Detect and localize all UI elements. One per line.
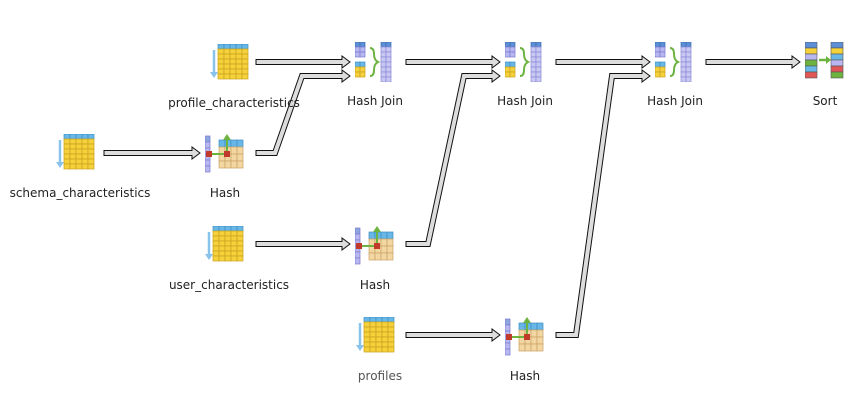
hash-icon: [505, 317, 544, 356]
plan-node-scan-user-char[interactable]: user_characteristics: [169, 226, 289, 292]
plan-node-scan-schema-char[interactable]: schema_characteristics: [10, 134, 150, 200]
plan-node-label: Hash: [509, 369, 541, 383]
table-scan-icon: [56, 134, 95, 170]
table-scan-icon: [356, 317, 395, 353]
hash-icon: [205, 134, 244, 173]
plan-node-label: profile_characteristics: [168, 96, 300, 110]
edge-arrow: [255, 69, 351, 156]
plan-node-label: user_characteristics: [168, 278, 290, 292]
plan-node-sort[interactable]: Sort: [805, 42, 853, 108]
hash-join-icon: [505, 42, 542, 82]
hash-join-icon: [355, 42, 392, 82]
edge-arrow: [255, 237, 351, 251]
plan-node-hash-join-2[interactable]: Hash Join: [497, 42, 553, 108]
sort-icon: [805, 42, 844, 79]
plan-node-scan-profile-char[interactable]: profile_characteristics: [168, 44, 300, 110]
plan-node-label: Hash Join: [647, 94, 703, 108]
plan-node-label: Sort: [812, 94, 838, 108]
plan-node-hash-2[interactable]: Hash: [355, 226, 403, 292]
edge-arrow: [255, 55, 351, 69]
plan-node-label: Hash Join: [497, 94, 553, 108]
plan-node-hash-1[interactable]: Hash: [205, 134, 253, 200]
edge-arrow: [405, 328, 501, 342]
edge-arrow: [405, 69, 501, 247]
plan-node-scan-profiles[interactable]: profiles: [356, 317, 404, 383]
plan-node-label: Hash Join: [347, 94, 403, 108]
edge-arrow: [555, 55, 651, 69]
plan-node-hash-join-3[interactable]: Hash Join: [647, 42, 703, 108]
plan-node-label: Hash: [359, 278, 391, 292]
edge-arrow: [705, 55, 801, 69]
edge-arrow: [103, 146, 201, 160]
hash-icon: [355, 226, 394, 265]
table-scan-icon: [205, 226, 244, 262]
hash-join-icon: [655, 42, 692, 82]
table-scan-icon: [210, 44, 249, 80]
plan-node-label: Hash: [209, 186, 241, 200]
edge-arrow: [555, 69, 651, 338]
plan-node-hash-3[interactable]: Hash: [505, 317, 553, 383]
plan-node-label: schema_characteristics: [9, 186, 151, 200]
plan-node-label: profiles: [357, 369, 403, 383]
plan-node-hash-join-1[interactable]: Hash Join: [347, 42, 403, 108]
edge-arrow: [405, 55, 501, 69]
